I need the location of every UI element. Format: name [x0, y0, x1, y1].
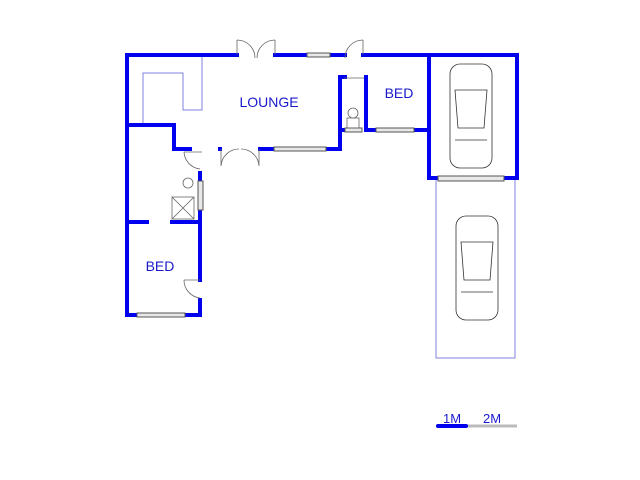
car-garage — [449, 63, 493, 169]
room-label-bed-top: BED — [385, 85, 414, 101]
doors — [183, 39, 364, 299]
driveway — [435, 178, 516, 359]
scale-bar: 1M 2M — [436, 411, 517, 428]
windows — [136, 52, 505, 318]
kitchen-counter — [142, 55, 203, 125]
bathroom-fixtures — [171, 107, 360, 220]
room-label-bed-bottom: BED — [146, 258, 175, 274]
scale-label-1m: 1M — [443, 411, 461, 426]
car-driveway — [455, 215, 499, 321]
room-label-lounge: LOUNGE — [239, 94, 298, 110]
scale-label-2m: 2M — [483, 411, 501, 426]
